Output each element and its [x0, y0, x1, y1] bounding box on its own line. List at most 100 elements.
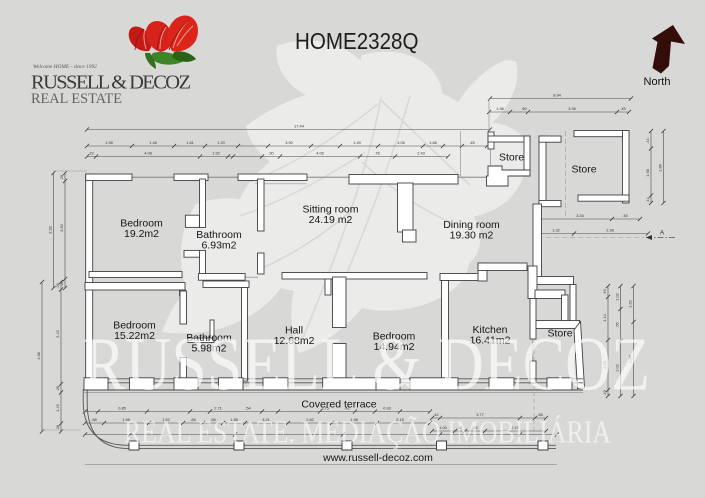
svg-text:2.98: 2.98	[606, 228, 614, 233]
svg-text:.45: .45	[620, 106, 625, 111]
svg-text:17.44: 17.44	[294, 124, 305, 129]
svg-text:.50: .50	[521, 106, 527, 111]
svg-text:1.00: 1.00	[439, 425, 447, 430]
svg-text:3.90: 3.90	[285, 140, 293, 145]
svg-text:1.49: 1.49	[353, 140, 361, 145]
svg-text:3.77: 3.77	[476, 412, 484, 417]
svg-text:24.19 m2: 24.19 m2	[309, 214, 353, 226]
svg-text:Bathroom: Bathroom	[186, 332, 232, 344]
svg-text:.49: .49	[602, 289, 607, 294]
svg-text:Welcome HOME - since 1992: Welcome HOME - since 1992	[33, 64, 97, 70]
svg-text:.58: .58	[537, 412, 542, 417]
svg-text:3.93: 3.93	[48, 226, 53, 234]
svg-text:RUSSELL & DECOZ: RUSSELL & DECOZ	[83, 323, 650, 407]
svg-text:2.86: 2.86	[658, 164, 663, 172]
svg-text:2.71: 2.71	[214, 406, 222, 411]
svg-text:3.75: 3.75	[321, 406, 329, 411]
svg-text:1.14: 1.14	[602, 313, 607, 321]
svg-text:1.92: 1.92	[212, 151, 220, 156]
svg-text:6.93m2: 6.93m2	[201, 240, 236, 252]
svg-text:RUSSELL & DECOZ: RUSSELL & DECOZ	[31, 72, 191, 94]
svg-text:1.32: 1.32	[552, 228, 560, 233]
svg-text:Covered terrace: Covered terrace	[301, 399, 376, 411]
svg-text:2.43: 2.43	[417, 151, 425, 156]
svg-text:.26: .26	[55, 425, 60, 430]
svg-text:.89: .89	[472, 425, 477, 430]
svg-text:2.02: 2.02	[615, 364, 620, 372]
svg-text:3.21: 3.21	[262, 417, 270, 422]
svg-text:1.98: 1.98	[350, 417, 358, 422]
svg-text:8.94: 8.94	[553, 93, 561, 98]
svg-text:Bathroom: Bathroom	[196, 229, 242, 241]
svg-text:.55: .55	[615, 322, 620, 327]
svg-text:.42: .42	[344, 406, 349, 411]
svg-text:.78: .78	[374, 151, 379, 156]
svg-text:.54: .54	[245, 406, 251, 411]
svg-text:1.45: 1.45	[55, 404, 60, 412]
svg-text:12.68m2: 12.68m2	[274, 335, 315, 347]
svg-text:.44: .44	[645, 137, 650, 143]
svg-text:.42: .42	[433, 412, 438, 417]
svg-text:Kitchen: Kitchen	[472, 324, 507, 336]
svg-text:Dining room: Dining room	[443, 219, 500, 231]
svg-text:1.48: 1.48	[149, 140, 157, 145]
svg-text:4.09: 4.09	[316, 151, 324, 156]
svg-text:.41: .41	[457, 425, 462, 430]
svg-text:2.15: 2.15	[511, 425, 519, 430]
svg-text:3.35: 3.35	[568, 106, 576, 111]
svg-text:19.2m2: 19.2m2	[124, 228, 159, 240]
svg-text:5.98m2: 5.98m2	[191, 343, 226, 355]
svg-text:3.50: 3.50	[59, 223, 64, 231]
svg-text:1.88: 1.88	[230, 417, 238, 422]
svg-text:19.30 m2: 19.30 m2	[450, 230, 494, 242]
svg-text:.29: .29	[88, 151, 93, 156]
svg-text:Hall: Hall	[285, 325, 303, 337]
svg-text:2.89: 2.89	[602, 361, 607, 369]
svg-text:.45: .45	[469, 140, 474, 145]
svg-text:REAL ESTATE. MEDIAÇÃO IMOBILIÁ: REAL ESTATE. MEDIAÇÃO IMOBILIÁRIA	[124, 415, 611, 450]
svg-text:Store: Store	[499, 152, 524, 164]
svg-text:REAL ESTATE: REAL ESTATE	[31, 91, 122, 107]
svg-text:15.22m2: 15.22m2	[114, 330, 155, 342]
svg-text:.45: .45	[622, 213, 627, 218]
svg-text:4.98: 4.98	[36, 352, 41, 360]
svg-text:.88: .88	[190, 417, 195, 422]
svg-text:1.86: 1.86	[429, 140, 437, 145]
svg-text:www.russell-decoz.com: www.russell-decoz.com	[322, 452, 433, 464]
svg-text:.44: .44	[645, 196, 650, 202]
svg-text:.88: .88	[91, 417, 96, 422]
svg-text:2.15: 2.15	[396, 417, 404, 422]
svg-text:.88: .88	[210, 417, 215, 422]
svg-text:.26: .26	[55, 386, 60, 391]
svg-text:Store: Store	[571, 164, 596, 176]
svg-text:0.93: 0.93	[383, 406, 391, 411]
svg-text:1.81: 1.81	[186, 140, 194, 145]
svg-text:.26: .26	[55, 283, 60, 288]
svg-text:HOME2328Q: HOME2328Q	[295, 28, 419, 54]
svg-text:Bedroom: Bedroom	[373, 331, 416, 343]
svg-text:1.36: 1.36	[496, 106, 504, 111]
svg-text:Store: Store	[547, 328, 572, 340]
svg-text:1.62: 1.62	[628, 300, 633, 308]
svg-text:Bedroom: Bedroom	[120, 218, 163, 230]
svg-text:4.06: 4.06	[397, 140, 405, 145]
svg-text:Sitting room: Sitting room	[302, 204, 358, 216]
svg-text:0.85: 0.85	[118, 406, 126, 411]
svg-text:1.20: 1.20	[217, 140, 225, 145]
svg-text:1.98: 1.98	[105, 140, 113, 145]
svg-text:2.82: 2.82	[306, 417, 314, 422]
svg-text:A: A	[660, 230, 665, 237]
svg-text:14.94m2: 14.94m2	[374, 341, 415, 353]
svg-text:1.02: 1.02	[615, 293, 620, 301]
svg-text:.29: .29	[59, 175, 64, 180]
svg-text:1.52: 1.52	[162, 417, 170, 422]
svg-text:3.34: 3.34	[576, 213, 584, 218]
svg-text:16.41m2: 16.41m2	[470, 335, 511, 347]
svg-text:.49: .49	[602, 390, 607, 395]
svg-text:.26: .26	[59, 281, 64, 286]
svg-text:.90: .90	[268, 151, 274, 156]
svg-text:2.80: 2.80	[628, 354, 633, 362]
svg-text:1.98: 1.98	[645, 169, 650, 177]
svg-text:North: North	[644, 76, 671, 88]
svg-text:1.98: 1.98	[122, 417, 130, 422]
